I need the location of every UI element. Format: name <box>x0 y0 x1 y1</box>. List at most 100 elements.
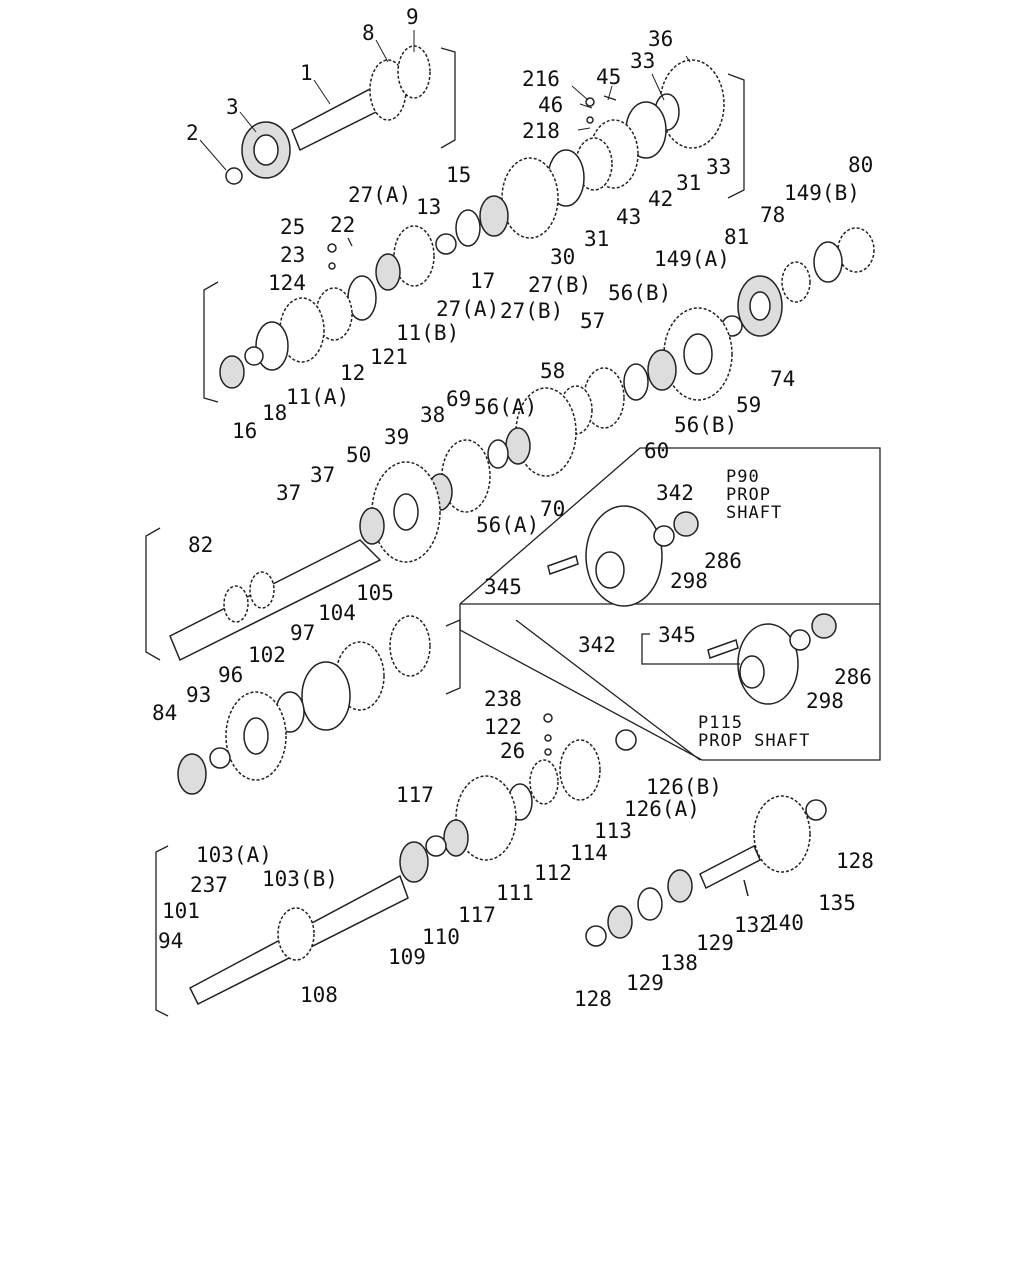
label-36: 36 <box>648 27 673 51</box>
part-111-gear <box>455 775 517 861</box>
label-31-mid: 31 <box>584 227 609 251</box>
label-18: 18 <box>262 401 287 425</box>
label-60: 60 <box>644 439 669 463</box>
label-43: 43 <box>616 205 641 229</box>
part-84-bearing <box>177 753 207 795</box>
label-58: 58 <box>540 359 565 383</box>
main-shaft-group <box>145 227 875 662</box>
part-56a-needle <box>505 427 531 465</box>
label-286-p115: 286 <box>834 665 872 689</box>
label-8: 8 <box>362 21 375 45</box>
part-18-ring <box>244 346 264 366</box>
label-121: 121 <box>370 345 408 369</box>
label-80: 80 <box>848 153 873 177</box>
label-237: 237 <box>190 873 228 897</box>
label-94: 94 <box>158 929 183 953</box>
label-342-p90: 342 <box>656 481 694 505</box>
part-149b <box>813 241 843 283</box>
label-149b: 149(B) <box>784 181 860 205</box>
label-135: 135 <box>818 891 856 915</box>
part-132-shaft <box>699 844 761 890</box>
label-298-p115: 298 <box>806 689 844 713</box>
label-129-right: 129 <box>696 931 734 955</box>
part-117-needle <box>443 819 469 857</box>
label-93: 93 <box>186 683 211 707</box>
label-81: 81 <box>724 225 749 249</box>
label-15: 15 <box>446 163 471 187</box>
part-38-synchro <box>441 439 491 513</box>
part-2-snap-ring <box>225 167 243 185</box>
label-111: 111 <box>496 881 534 905</box>
part-82-main-shaft <box>169 539 382 662</box>
part-126b-ring <box>615 729 637 751</box>
label-112: 112 <box>534 861 572 885</box>
label-122: 122 <box>484 715 522 739</box>
label-57: 57 <box>580 309 605 333</box>
label-286-p90: 286 <box>704 549 742 573</box>
label-27b-upper: 27(B) <box>528 273 591 297</box>
label-78: 78 <box>760 203 785 227</box>
label-345-p115: 345 <box>658 623 696 647</box>
label-103b: 103(B) <box>262 867 338 891</box>
label-38: 38 <box>420 403 445 427</box>
label-25: 25 <box>280 215 305 239</box>
part-15-collar <box>455 209 481 247</box>
part-80-flange <box>837 227 875 273</box>
label-3: 3 <box>226 95 239 119</box>
label-117-bottom: 117 <box>458 903 496 927</box>
label-345-p90: 345 <box>484 575 522 599</box>
label-216: 216 <box>522 67 560 91</box>
p115-caption-line2: PROP SHAFT <box>698 731 810 751</box>
label-37-bottom: 37 <box>276 481 301 505</box>
label-11a: 11(A) <box>286 385 349 409</box>
part-128-ring-top <box>805 799 827 821</box>
label-37-top: 37 <box>310 463 335 487</box>
label-33-top: 33 <box>630 49 655 73</box>
counter-gear-group <box>177 615 461 795</box>
part-43-hub <box>575 137 613 191</box>
label-56b-bottom: 56(B) <box>674 413 737 437</box>
label-97: 97 <box>290 621 315 645</box>
label-342-p115: 342 <box>578 633 616 657</box>
label-59: 59 <box>736 393 761 417</box>
label-298-p90: 298 <box>670 569 708 593</box>
part-345-bolt-p90 <box>547 555 579 575</box>
p115-caption-line1: P115 <box>698 713 743 733</box>
part-138-collar <box>637 887 663 921</box>
leader-lines <box>199 30 691 171</box>
label-110: 110 <box>422 925 460 949</box>
part-56b-needle <box>647 349 677 391</box>
label-105: 105 <box>356 581 394 605</box>
part-121-hub <box>315 287 353 341</box>
p90-caption-line3: SHAFT <box>726 503 782 523</box>
label-31-right: 31 <box>676 171 701 195</box>
reverse-idler-group <box>585 795 827 947</box>
label-149a: 149(A) <box>654 247 730 271</box>
part-78-gear <box>781 261 811 303</box>
p90-caption-line2: PROP <box>726 485 771 505</box>
label-56a-bottom: 56(A) <box>476 513 539 537</box>
label-30: 30 <box>550 245 575 269</box>
part-109-bearing <box>399 841 429 883</box>
part-69-collar <box>487 439 509 469</box>
part-286-nut-p115 <box>811 613 837 639</box>
callout-labels: 1 2 3 8 9 216 45 46 218 33 36 33 31 42 4… <box>152 5 874 1011</box>
box-captions: P90 PROP SHAFT P115 PROP SHAFT <box>698 467 810 751</box>
label-9: 9 <box>406 5 419 29</box>
label-26: 26 <box>500 739 525 763</box>
part-57-synchro <box>583 367 625 429</box>
label-218: 218 <box>522 119 560 143</box>
label-74: 74 <box>770 367 795 391</box>
part-93-ring <box>209 747 231 769</box>
label-109: 109 <box>388 945 426 969</box>
label-13: 13 <box>416 195 441 219</box>
part-298-ring-p90 <box>653 525 675 547</box>
label-114: 114 <box>570 841 608 865</box>
p90-caption-line1: P90 <box>726 467 760 487</box>
label-117-top: 117 <box>396 783 434 807</box>
label-126b: 126(B) <box>646 775 722 799</box>
label-108: 108 <box>300 983 338 1007</box>
part-286-nut-p90 <box>673 511 699 537</box>
part-16-bearing <box>219 355 245 389</box>
label-33-right: 33 <box>706 155 731 179</box>
